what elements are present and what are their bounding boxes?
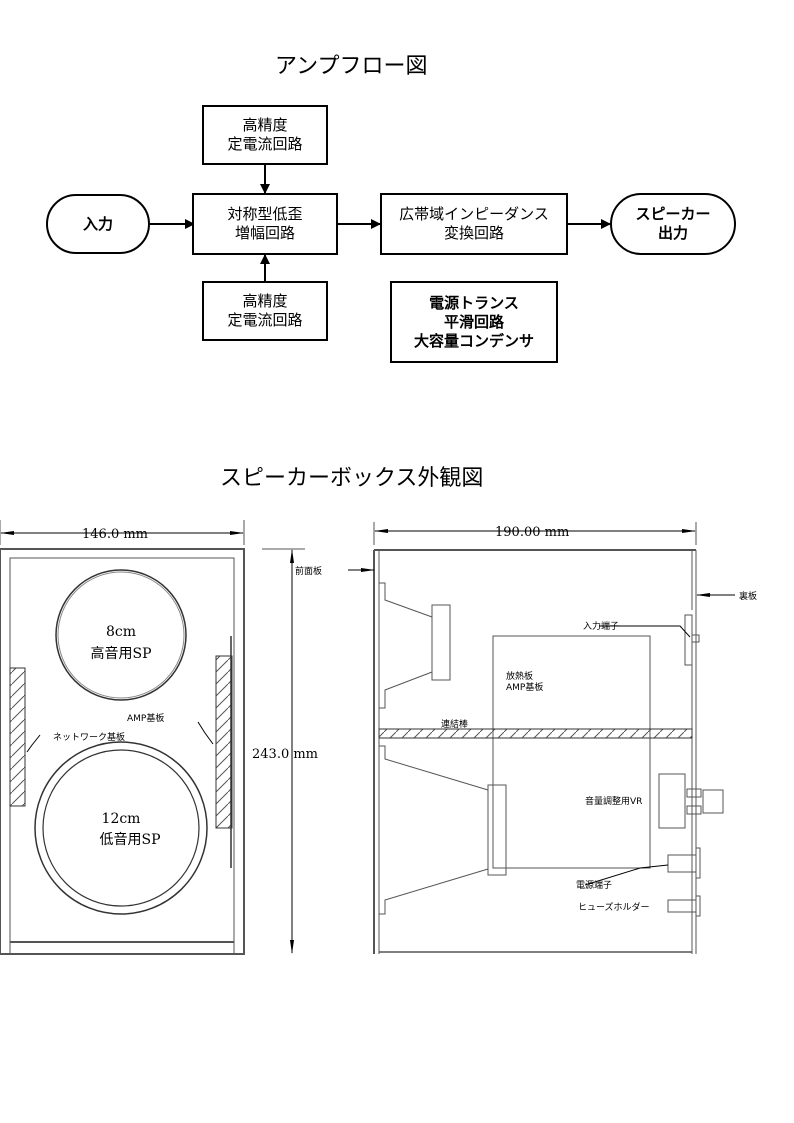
- node-text: 変換回路: [443, 224, 504, 242]
- flow-connectors: [150, 163, 611, 282]
- input-terminal-label: 入力端子: [583, 620, 619, 632]
- node-input-label: 入力: [82, 214, 113, 233]
- node-impedance: 広帯域インピーダンス 変換回路: [380, 193, 568, 255]
- box-title: スピーカーボックス外観図: [220, 466, 484, 491]
- node-text: 広帯域インピーダンス: [399, 205, 549, 223]
- woofer-name: 低音用SP: [99, 831, 160, 848]
- front-panel-label: 前面板: [295, 565, 322, 577]
- tweeter-name: 高音用SP: [90, 645, 151, 662]
- front-amp-board: [215, 655, 233, 829]
- node-text: 高精度: [242, 292, 288, 310]
- side-view: [348, 522, 735, 954]
- node-input: 入力: [46, 194, 150, 254]
- node-current-top: 高精度 定電流回路: [202, 105, 328, 165]
- front-outer-panel: [0, 548, 245, 955]
- node-speaker-output: スピーカー 出力: [610, 193, 736, 255]
- connecting-rod-label: 連結棒: [441, 718, 468, 730]
- speaker-box-drawing: 146.0 mm 243.0 mm 8cm 高音用SP 12cm 低音用SP A…: [0, 520, 757, 955]
- front-view: [0, 520, 305, 955]
- tweeter-profile: [379, 582, 433, 709]
- woofer-profile: [379, 745, 489, 915]
- node-text: 大容量コンデンサ: [413, 331, 534, 350]
- network-board-label: ネットワーク基板: [53, 731, 125, 743]
- connecting-rod: [378, 728, 693, 739]
- input-terminal: [684, 614, 693, 666]
- heatsink-amp-board: [492, 635, 651, 869]
- power-terminal-label: 電源端子: [576, 879, 612, 891]
- node-text: 平滑回路: [443, 312, 504, 331]
- node-text: 対称型低歪: [227, 205, 303, 223]
- node-text: スピーカー: [635, 205, 711, 223]
- woofer-size: 12cm: [102, 811, 141, 827]
- node-text: 高精度: [242, 116, 288, 134]
- node-text: 増幅回路: [234, 224, 295, 242]
- tweeter-circle: [55, 569, 187, 701]
- front-inner-panel: [9, 557, 235, 955]
- depth-dimension: 190.00 mm: [495, 525, 569, 540]
- fuse-holder-label: ヒューズホルダー: [578, 901, 650, 913]
- node-text: 電源トランス: [429, 293, 519, 312]
- front-amp-board-label: AMP基板: [127, 712, 164, 724]
- side-amp-board-label: AMP基板: [506, 681, 543, 693]
- woofer-circle: [34, 741, 208, 915]
- heatsink-label: 放熱板: [506, 670, 533, 682]
- volume-label: 音量調整用VR: [585, 795, 642, 807]
- node-text: 出力: [657, 224, 688, 242]
- flow-title: アンプフロー図: [275, 54, 428, 79]
- node-text: 定電流回路: [227, 311, 303, 329]
- node-amp: 対称型低歪 増幅回路: [192, 193, 338, 255]
- back-panel-label: 裏板: [739, 590, 757, 602]
- node-text: 定電流回路: [227, 135, 303, 153]
- width-dimension: 146.0 mm: [82, 527, 148, 542]
- height-dimension: 243.0 mm: [252, 747, 318, 762]
- volume-knob-body: [658, 773, 686, 829]
- tweeter-size: 8cm: [106, 624, 136, 640]
- node-power-supply: 電源トランス 平滑回路 大容量コンデンサ: [390, 281, 558, 363]
- network-board: [9, 667, 26, 807]
- node-current-bottom: 高精度 定電流回路: [202, 281, 328, 341]
